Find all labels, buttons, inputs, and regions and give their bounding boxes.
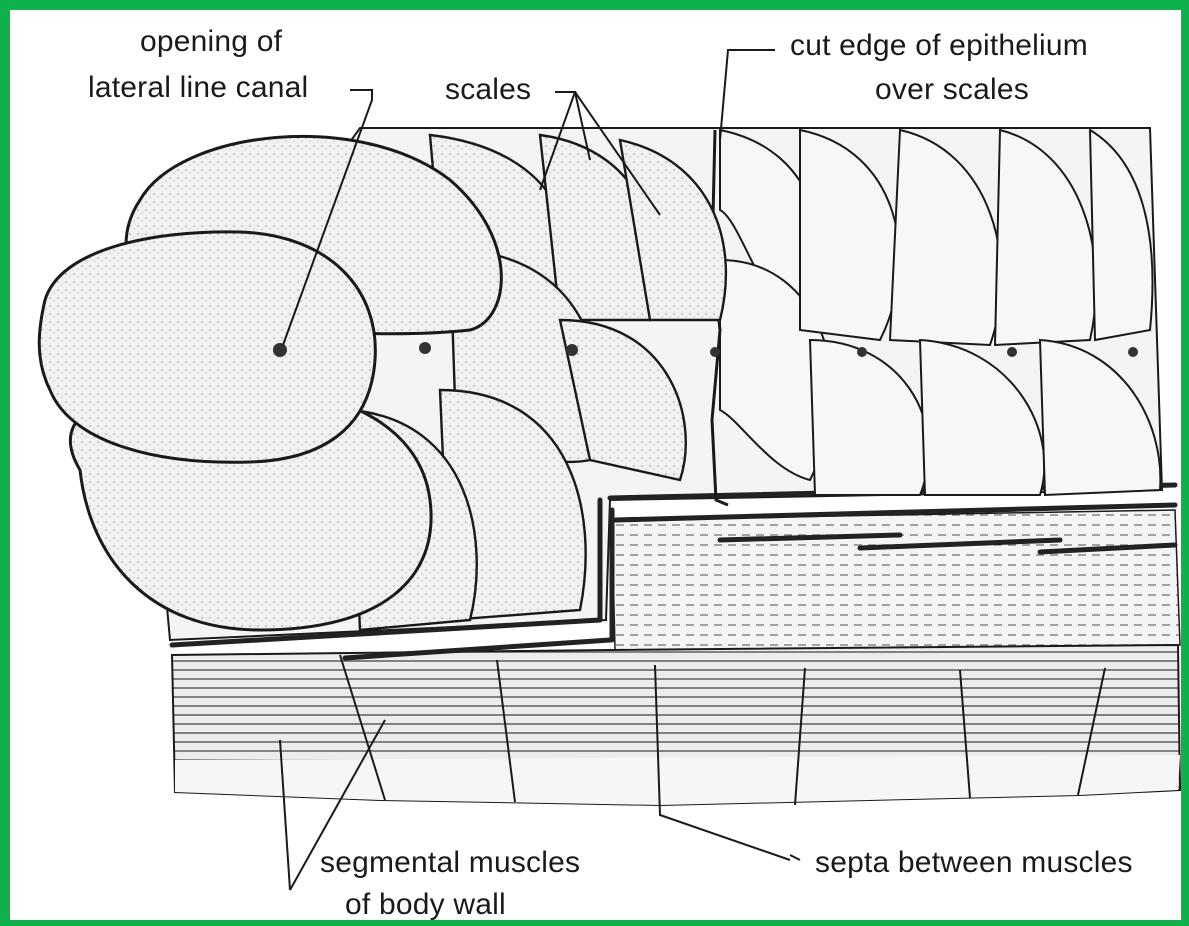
label-of-body-wall: of body wall xyxy=(345,887,506,923)
label-segmental-muscles: segmental muscles xyxy=(320,845,580,881)
label-lateral-line-canal: lateral line canal xyxy=(88,70,308,106)
label-over-scales: over scales xyxy=(875,72,1029,108)
label-opening-of: opening of xyxy=(140,24,282,60)
label-scales: scales xyxy=(445,72,531,108)
covered-scales xyxy=(720,130,1160,495)
label-cut-edge-of-epithelium: cut edge of epithelium xyxy=(790,28,1088,64)
dermis-front-face xyxy=(612,510,1180,650)
muscle-lower-band xyxy=(175,755,1180,805)
label-septa-between-muscles: septa between muscles xyxy=(815,845,1133,881)
